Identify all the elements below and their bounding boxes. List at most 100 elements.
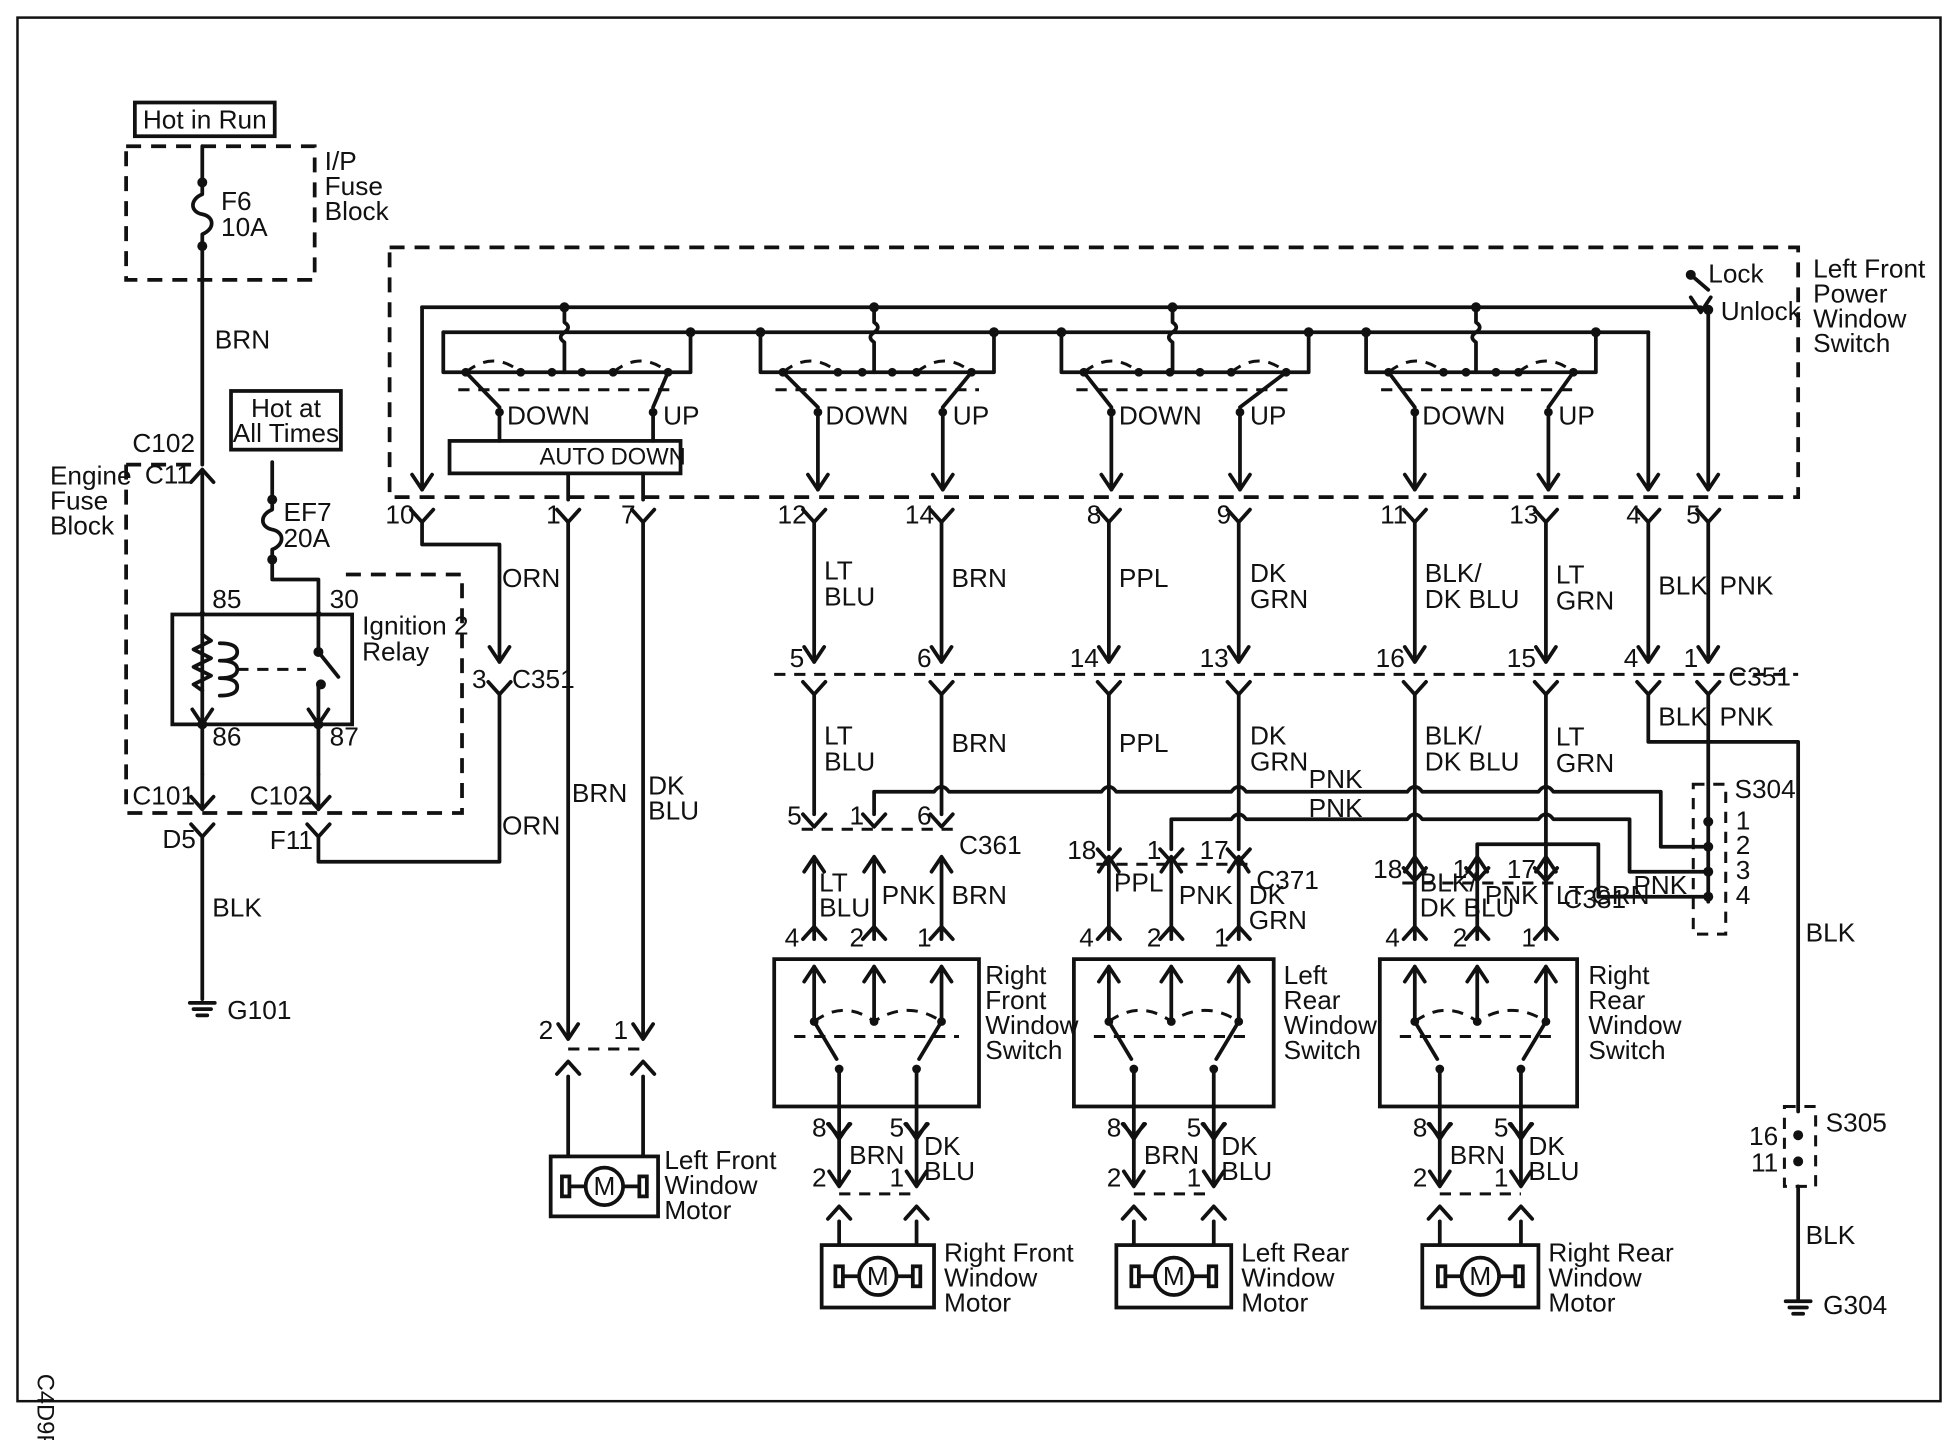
switch-contact-icon [812,1019,839,1061]
connector-pin [860,924,888,942]
pin-number: 1 [1494,1162,1509,1192]
pin-number: 4 [1626,499,1641,529]
arrow-down-icon [631,1022,655,1041]
pin-number: 6 [917,643,932,673]
pin-number: 2 [1453,923,1468,953]
arrow-up-icon [1159,964,1184,984]
door-switch-label: Rear [1588,985,1645,1015]
switch-contact-icon [917,1019,944,1061]
wire-color-label: BLU [824,582,875,612]
arrow-up-icon [1534,964,1558,984]
ip-fuse-block-label: Block [325,196,390,226]
wire-color-label: BLU [1221,1156,1272,1186]
rocker-linkage [1082,359,1288,374]
door-motor-label: Window [944,1262,1037,1292]
door-switch-label: Window [1588,1010,1681,1040]
connector-label: C101 [132,780,195,810]
pin-number: 11 [1751,1147,1778,1177]
connector-pin [1507,1204,1535,1221]
rocker-linkage [1413,1008,1547,1024]
arrow-down-icon [1696,645,1721,664]
up-label: UP [1250,401,1286,431]
door-switch-label: Left [1284,960,1328,990]
wire-color-label: BRN [1450,1140,1505,1170]
junction-dot [1703,891,1714,902]
s304-splice-outline [1691,782,1728,936]
arrow-down-icon [1121,1169,1146,1189]
wire [1646,692,1801,1114]
bus-crossover [558,305,571,375]
arrow-down-icon [1534,645,1558,664]
wire-color-label: BLU [1528,1156,1579,1186]
wire-color-label: GRN [1250,584,1308,614]
up-label: UP [663,401,699,431]
junction-dot [547,367,557,377]
connector-pin [1120,1204,1147,1221]
connector-label: C351 [1728,662,1791,692]
door-switch-box [1072,957,1276,1109]
door-switch-label: Switch [1284,1035,1361,1065]
wire-color-label: PNK [1719,571,1773,601]
door-switch-label: Right [985,960,1047,990]
connector-label: C351 [512,664,575,694]
junction-dot [1134,367,1144,377]
wire-color-label: DK [1249,880,1286,910]
hot-in-run-box [132,100,277,139]
pin-number: 4 [1079,923,1094,953]
down-label: DOWN [507,401,590,431]
connector-pin [826,1204,853,1221]
arrow-down-icon [1636,472,1661,492]
connector-label: D5 [162,824,196,854]
connector-label: C102 [250,780,313,810]
arrow-up-icon [1534,854,1558,874]
rocker-linkage [813,1008,943,1024]
unlock-label: Unlock [1721,296,1802,326]
pin-number: 2 [1147,923,1162,953]
pin-number: 5 [1187,1112,1202,1142]
arrow-up-icon [1402,854,1427,874]
wire [441,330,693,375]
relay-pin-label: 86 [212,722,241,752]
wire-color-label: BLK/ [1420,868,1478,898]
motor-brush-icon [637,1174,649,1199]
connector-pin [1426,1204,1453,1221]
arrow-down-icon [1427,1169,1452,1189]
arrow-up-icon [1226,964,1251,984]
switch-contact-icon [1546,370,1576,410]
hot-in-run-label: Hot in Run [143,105,267,135]
arrow-down-icon [487,645,512,664]
arrow-down-icon [190,707,215,727]
wire-color-label: DK [1250,558,1287,588]
arrow-up-icon [1096,964,1121,984]
connector-pin [801,812,828,829]
down-label: DOWN [1119,401,1202,431]
relay-coil-resistor-icon [191,632,213,693]
pin-number: 17 [1507,854,1536,884]
engine-fuse-block-label: Block [50,511,115,541]
arrow-up-icon [1465,854,1490,874]
fuse-icon [261,497,284,562]
arrow-up-icon [1159,854,1184,874]
door-switch-label: Switch [985,1035,1062,1065]
pin-number: 18 [1373,854,1402,884]
motor-symbol: M [593,1171,615,1201]
pin-number: 4 [1624,643,1639,673]
motor-brush-icon [910,1264,923,1289]
pnk-wire [1169,812,1711,874]
wire-color-label: LT [824,720,853,750]
wire [316,691,502,864]
wire-color-label: ORN [502,810,560,840]
switch-contact-icon [940,370,974,410]
rocker-linkage [781,359,973,374]
wire [1364,330,1598,375]
lf-motor-label: Left Front [664,1145,777,1175]
junction-dot [887,367,897,377]
ef7-fuse-label: EF7 [283,497,331,527]
connector-pin [555,1059,582,1076]
ip-fuse-block-label: I/P [325,146,357,176]
connector-pin [903,1204,930,1221]
pin-number: 1 [850,800,865,830]
arrow-down-icon [930,472,955,492]
wire-color-label: BLU [648,795,699,825]
wire [270,557,321,614]
